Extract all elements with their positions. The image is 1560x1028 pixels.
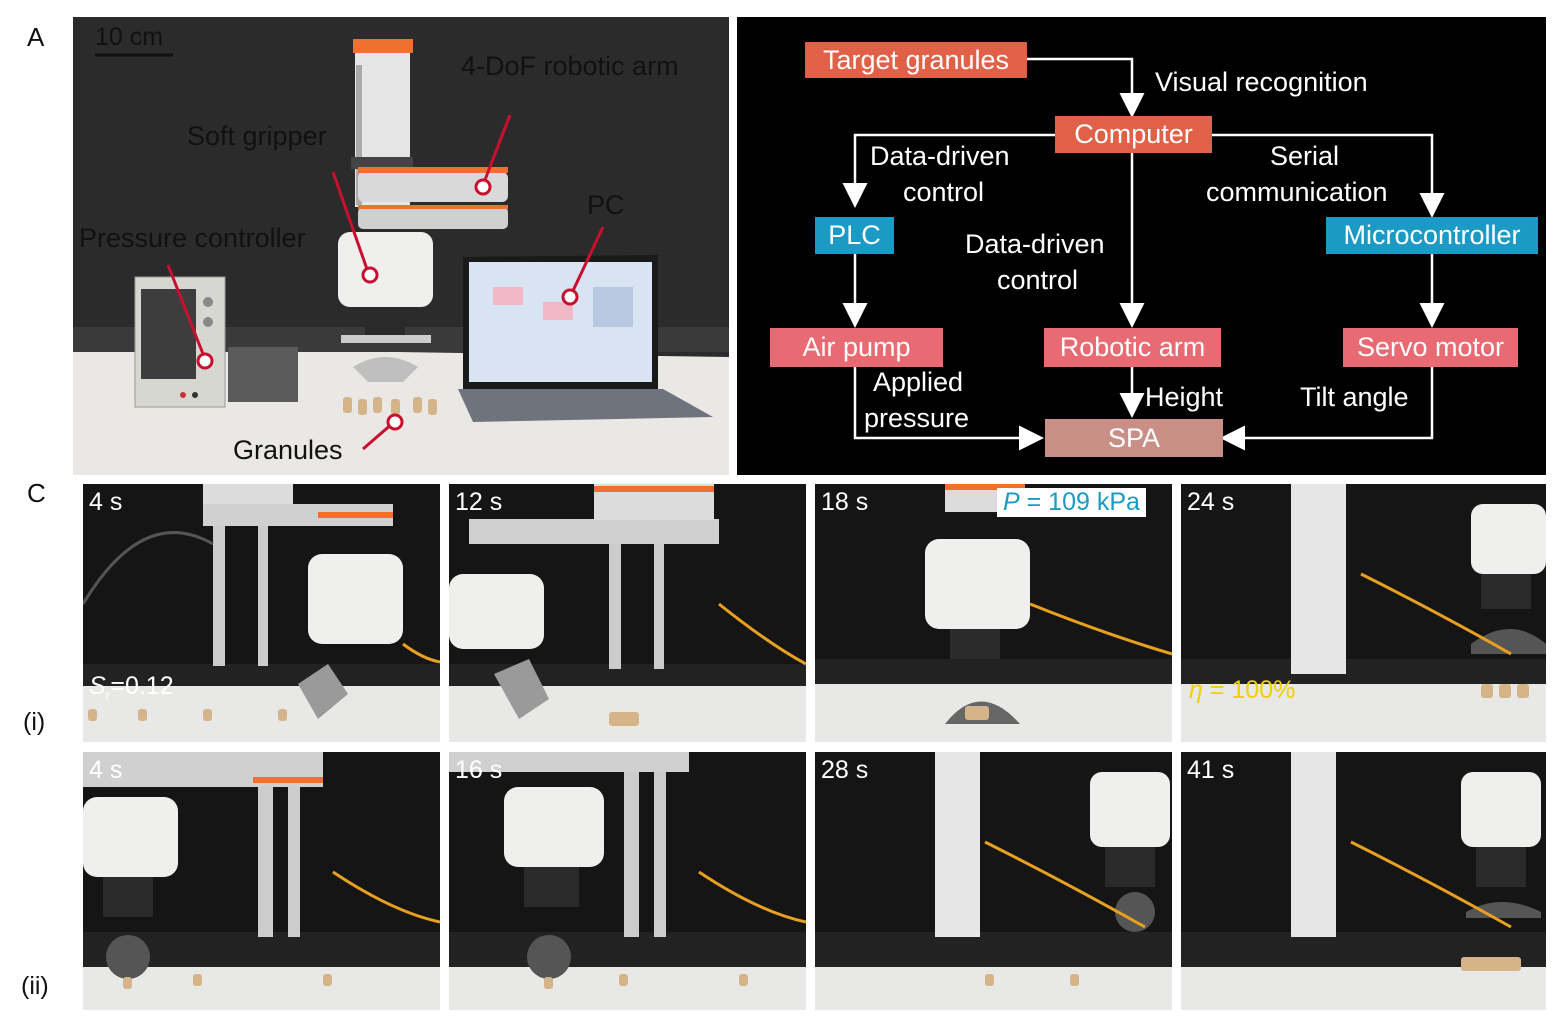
frame-ii-4: 41 s [1181,752,1546,1010]
edge-label-applied-1: Applied [873,367,964,397]
callout-soft-gripper: Soft gripper [187,121,327,151]
node-servo-motor: Servo motor [1343,328,1518,367]
frame-time-label: 12 s [455,488,503,516]
pressure-annotation: P = 109 kPa [997,488,1146,517]
callout-granules: Granules [233,435,343,465]
frame-time-label: 28 s [821,756,869,784]
edge-label-applied-2: pressure [864,403,970,433]
frame-i-3: 18 s P = 109 kPa [815,484,1172,742]
pressure-value: = 109 kPa [1019,488,1140,516]
edge-label-data-driven-mid-1: Data-driven [965,229,1105,259]
flowchart-arrows [842,57,1445,451]
slenderness-annotation: Sr=0.12 [89,672,174,703]
node-robotic-arm: Robotic arm [1044,328,1221,367]
slenderness-subscript: r [105,687,111,703]
node-plc: PLC [815,217,894,254]
frame-time-label: 16 s [455,756,503,784]
efficiency-value: = 100% [1202,676,1296,704]
edge-label-tilt-angle: Tilt angle [1300,382,1409,412]
frame-i-2: 12 s [449,484,806,742]
frame-i-1: 4 s Sr=0.12 [83,484,440,742]
callout-pressure-controller: Pressure controller [79,223,306,253]
efficiency-annotation: η = 100% [1189,676,1295,705]
callout-robotic-arm: 4-DoF robotic arm [461,51,679,81]
callout-pc: PC [587,190,625,220]
node-microcontroller: Microcontroller [1326,217,1538,254]
edge-label-data-driven-left-2: control [903,177,985,207]
node-computer: Computer [1055,116,1212,153]
panel-b-flowchart: Target granules Computer PLC Microcontro… [737,17,1546,475]
panel-c-letter: C [27,478,46,508]
frame-ii-1: 4 s [83,752,440,1010]
frame-time-label: 4 s [89,756,123,784]
edge-label-height: Height [1145,382,1224,412]
frame-i-4: 24 s η = 100% [1181,484,1546,742]
edge-label-visual-recognition: Visual recognition [1155,67,1368,97]
edge-label-serial-1: Serial [1270,141,1340,171]
node-spa: SPA [1045,419,1223,457]
scale-bar-label: 10 cm [95,23,164,51]
row-label-ii: (ii) [21,972,49,1000]
pressure-symbol: P [1003,488,1020,516]
row-label-i: (i) [23,708,46,736]
efficiency-symbol: η [1189,676,1203,704]
frame-time-label: 18 s [821,488,869,516]
panel-a-photo: 10 cm 4-DoF robotic arm Soft gripper PC … [73,17,729,475]
setup-photo-illustration [73,39,729,475]
frame-ii-3: 28 s [815,752,1172,1010]
panel-a-letter: A [27,22,45,52]
slenderness-value: =0.12 [110,672,174,700]
edge-label-data-driven-mid-2: control [997,265,1079,295]
edge-label-data-driven-left-1: Data-driven [870,141,1010,171]
frame-ii-2: 16 s [449,752,806,1010]
node-air-pump: Air pump [770,328,943,367]
frame-time-label: 4 s [89,488,123,516]
frame-time-label: 24 s [1187,488,1235,516]
node-target-granules: Target granules [805,42,1027,78]
slenderness-symbol: S [89,672,106,700]
frame-time-label: 41 s [1187,756,1235,784]
edge-label-serial-2: communication [1206,177,1388,207]
